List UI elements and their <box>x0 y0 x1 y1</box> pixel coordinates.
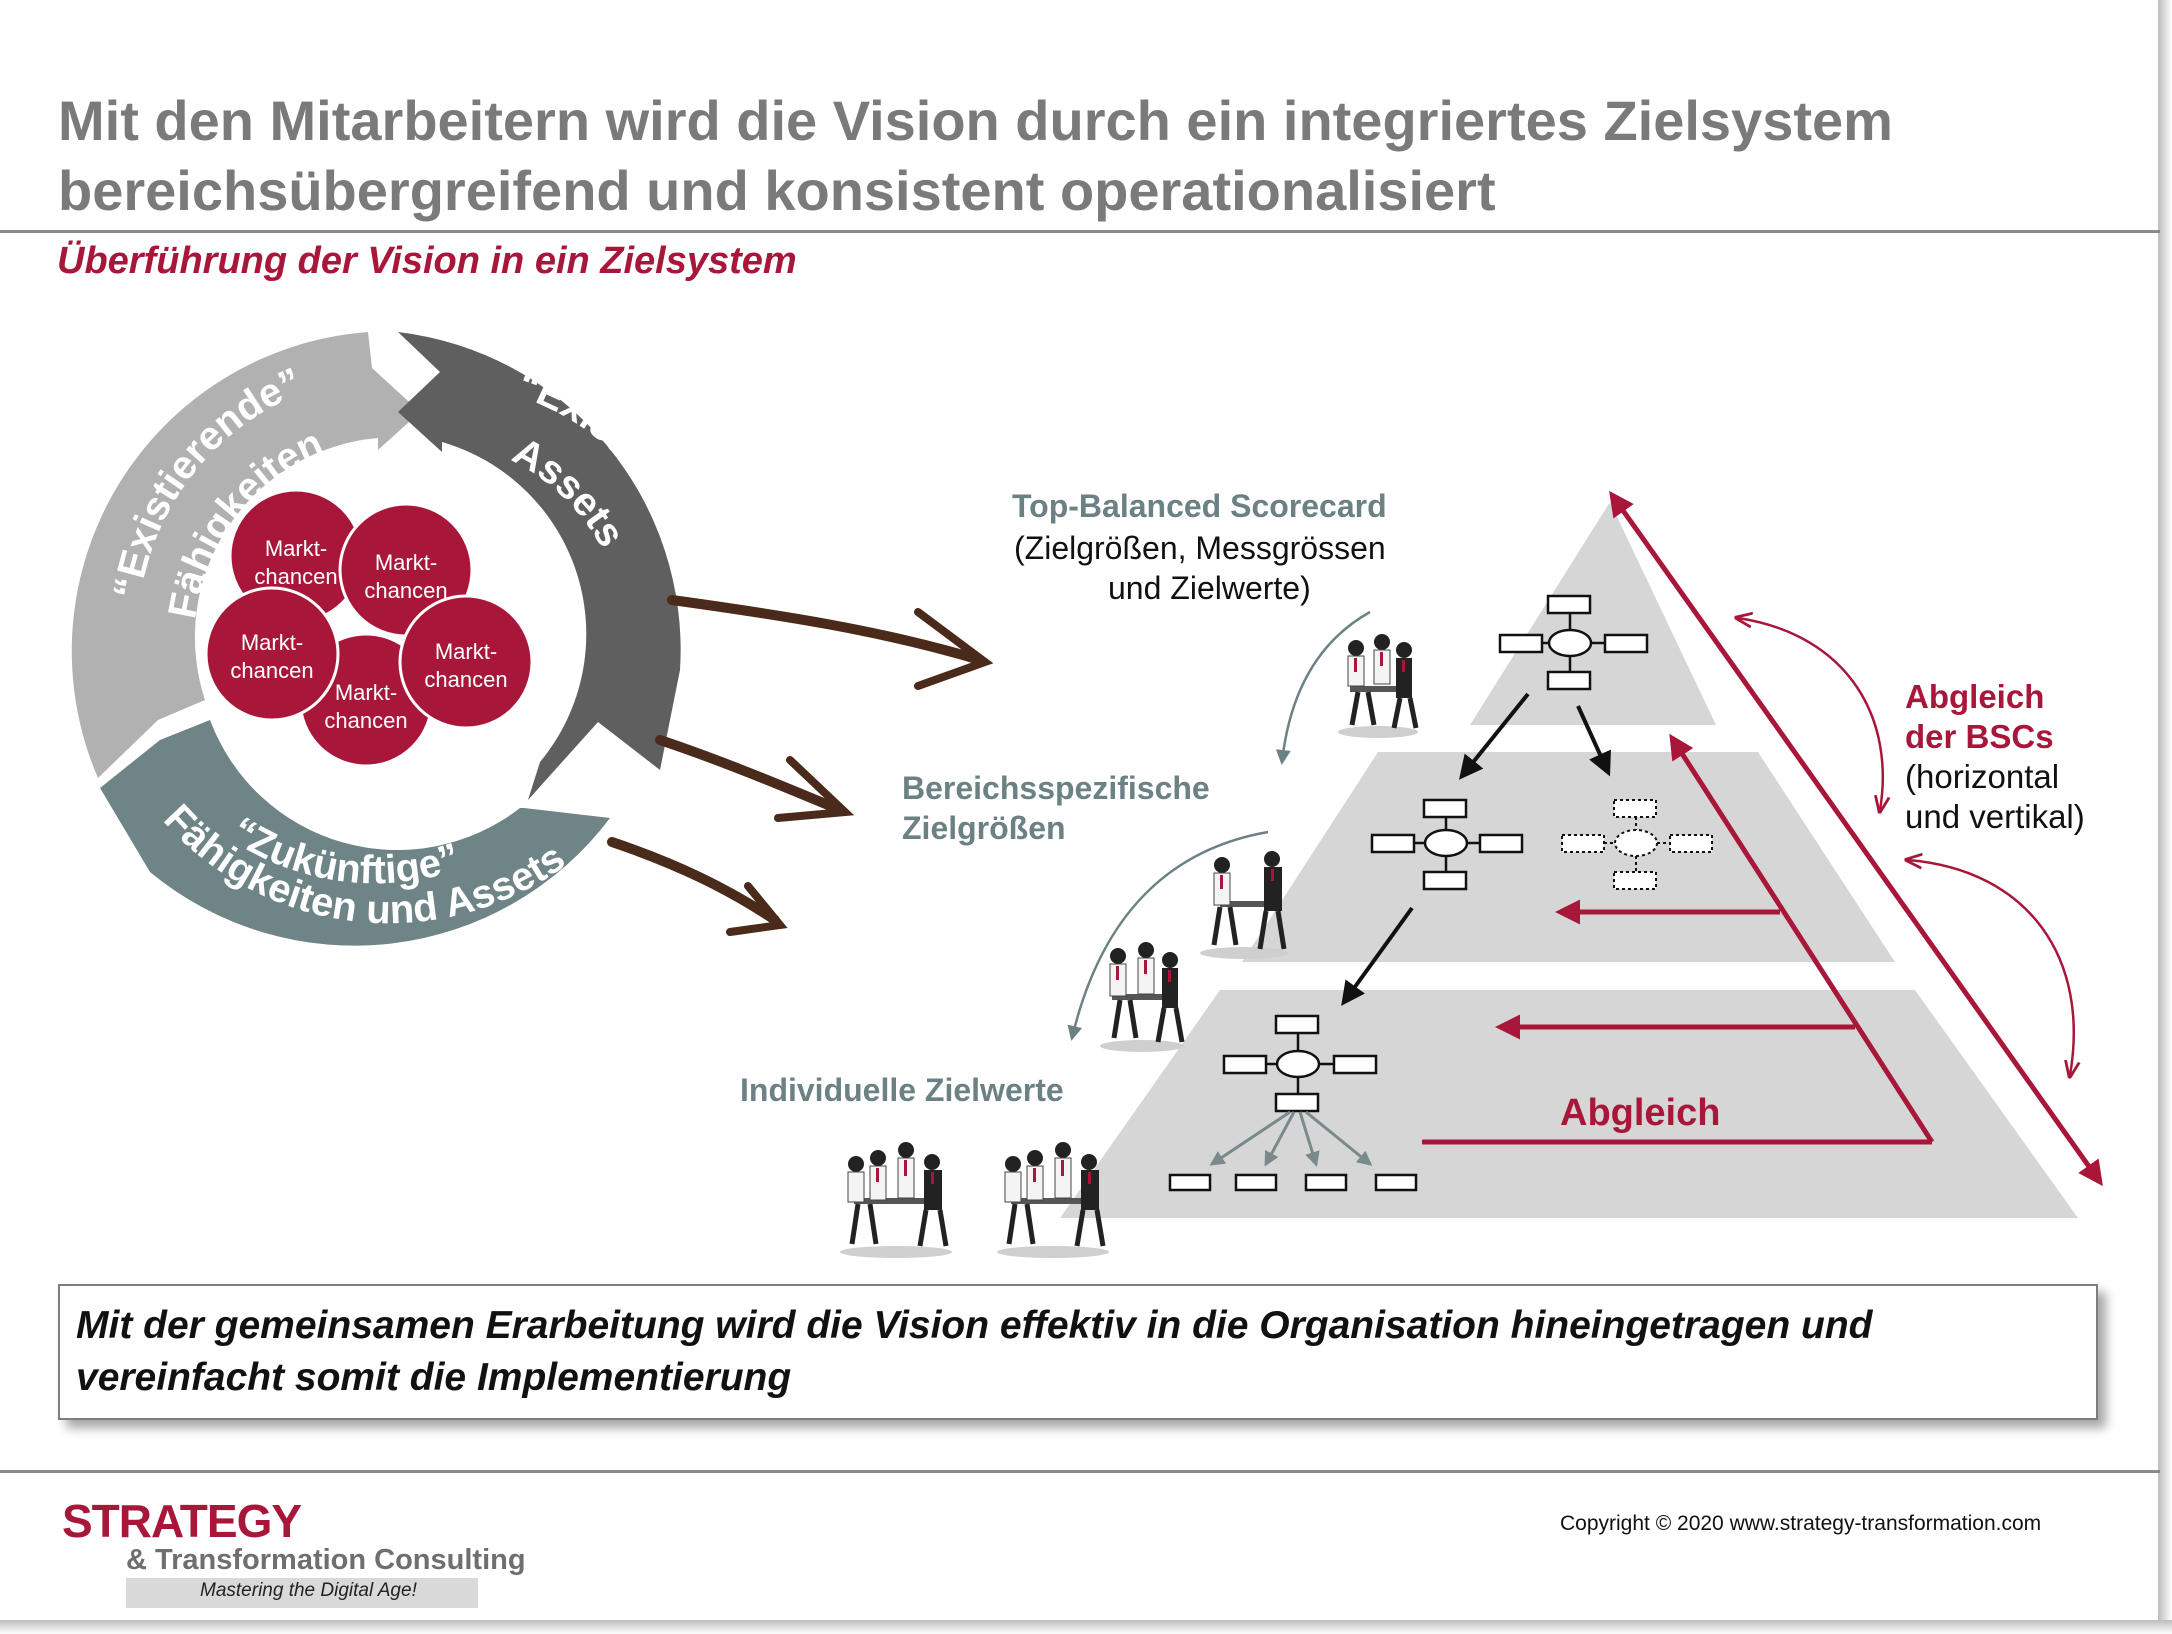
middle-tier-label-2: Zielgrößen <box>902 810 1066 846</box>
bsc-title-1: Abgleich <box>1905 678 2045 715</box>
footer-divider <box>0 1470 2160 1473</box>
svg-text:Markt-: Markt- <box>241 630 303 655</box>
top-scorecard-title: Top-Balanced Scorecard <box>1012 488 1387 524</box>
meeting-group-4 <box>840 1142 952 1258</box>
market-circle-4: Markt- chancen <box>204 586 340 722</box>
transfer-arrow-middle-head <box>774 756 855 822</box>
conclusion-line-2: vereinfacht somit die Implementierung <box>76 1356 792 1399</box>
bsc-title-2: der BSCs <box>1905 718 2054 755</box>
meeting-group-5 <box>997 1142 1109 1258</box>
copyright: Copyright © 2020 www.strategy-transforma… <box>1560 1512 2042 1535</box>
svg-text:Markt-: Markt- <box>335 680 397 705</box>
svg-text:chancen: chancen <box>324 708 407 733</box>
svg-text:Markt-: Markt- <box>375 550 437 575</box>
scorecard-middle-left <box>1370 798 1524 891</box>
cascade-arrows <box>1341 692 1611 1006</box>
market-circle-5: Markt- chancen <box>398 594 534 730</box>
transfer-arrow-top-head <box>914 608 994 690</box>
svg-text:Markt-: Markt- <box>435 639 497 664</box>
slide-shadow-right <box>2158 0 2172 1634</box>
top-scorecard-desc-1: (Zielgrößen, Messgrössen <box>1014 530 1386 566</box>
cycle-segment-existing-capabilities <box>71 332 421 778</box>
bsc-desc-1: (horizontal <box>1905 758 2060 795</box>
cycle-segment-existing-assets <box>398 332 681 800</box>
svg-text:Markt-: Markt- <box>265 536 327 561</box>
logo-sub: & Transformation Consulting <box>126 1544 526 1576</box>
top-scorecard-desc-2: und Zielwerte) <box>1108 570 1311 606</box>
bottom-tier-label: Individuelle Zielwerte <box>740 1072 1064 1108</box>
abgleich-label: Abgleich <box>1560 1092 1721 1134</box>
transfer-arrow-middle <box>655 735 845 815</box>
meeting-group-1 <box>1338 634 1419 738</box>
section-subtitle: Überführung der Vision in ein Zielsystem <box>57 240 797 282</box>
scorecard-bottom <box>1168 1014 1418 1192</box>
market-circles: Markt- chancen Markt- chancen Markt- cha… <box>204 488 534 768</box>
cycle-segment-future-capabilities <box>100 720 610 946</box>
svg-text:chancen: chancen <box>230 658 313 683</box>
conclusion-line-1: Mit der gemeinsamen Erarbeitung wird die… <box>76 1304 1873 1347</box>
title-divider <box>0 230 2160 233</box>
logo-main: STRATEGY <box>62 1495 302 1547</box>
conclusion-box: Mit der gemeinsamen Erarbeitung wird die… <box>58 1284 2098 1420</box>
svg-text:chancen: chancen <box>364 578 447 603</box>
transfer-arrow-bottom <box>607 837 780 925</box>
bsc-desc-2: und vertikal) <box>1905 798 2085 835</box>
svg-text:chancen: chancen <box>254 564 337 589</box>
meeting-group-2 <box>1200 851 1288 959</box>
tier-curve-arrows <box>1067 610 1371 1041</box>
middle-tier-label-1: Bereichsspezifische <box>902 770 1210 806</box>
svg-text:chancen: chancen <box>424 667 507 692</box>
transfer-arrow-bottom-head <box>726 882 788 936</box>
scorecard-bottom-fanout <box>1209 1110 1373 1167</box>
slide-shadow-bottom <box>0 1620 2172 1634</box>
page-title-line-2: bereichsübergreifend und konsistent oper… <box>58 159 1496 222</box>
transfer-arrow-top <box>667 595 985 665</box>
bsc-curve-arrows <box>1738 618 2074 1075</box>
meeting-group-3 <box>1100 942 1185 1052</box>
logo-tagline: Mastering the Digital Age! <box>200 1580 417 1601</box>
transfer-arrows <box>607 595 994 936</box>
logo-tagline-bar <box>126 1578 478 1608</box>
page-title-line-1: Mit den Mitarbeitern wird die Vision dur… <box>58 89 1893 152</box>
pyramid-tier-top <box>1470 502 1716 725</box>
